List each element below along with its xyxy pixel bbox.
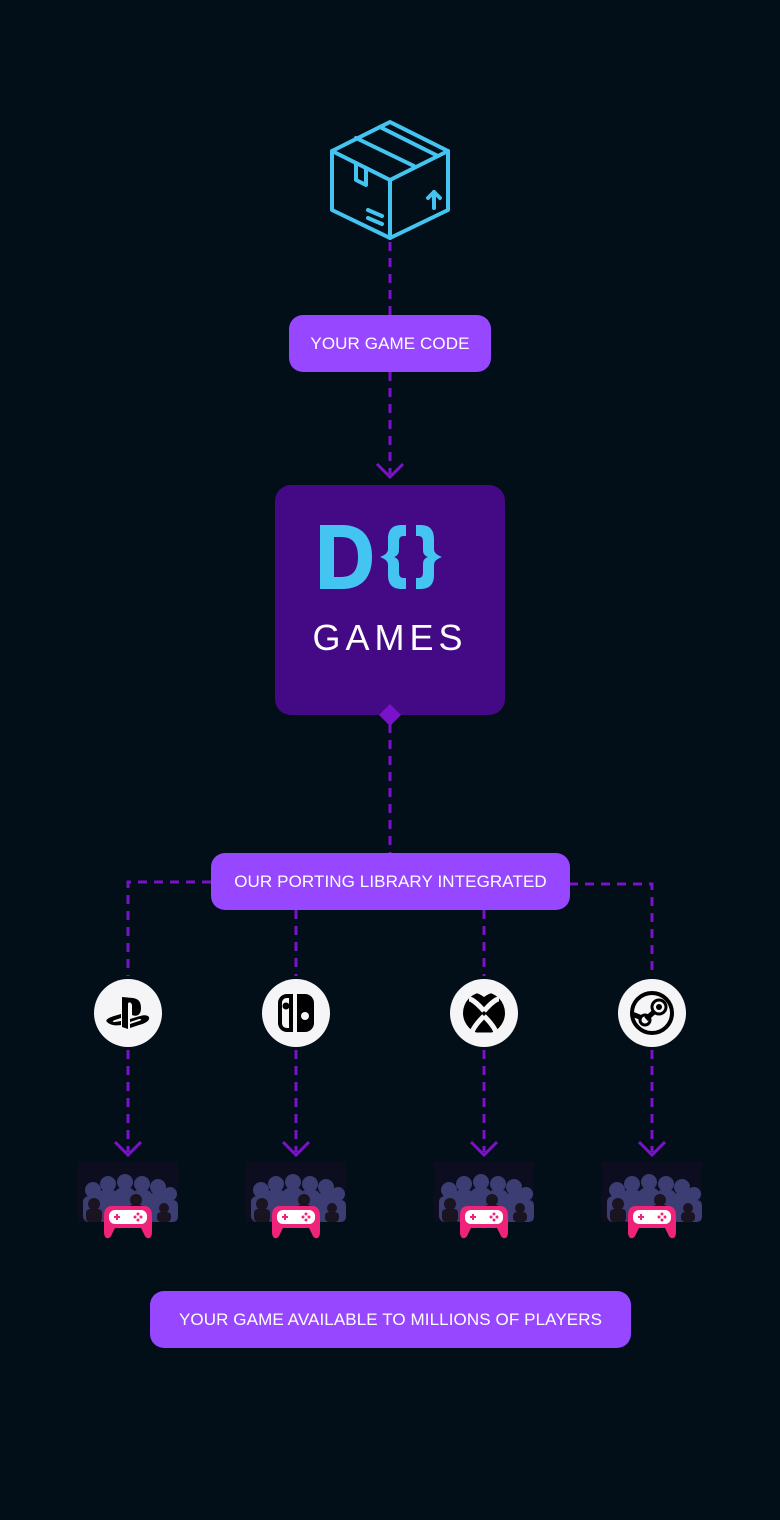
steam-icon — [630, 991, 674, 1035]
nintendo-switch-icon — [278, 994, 314, 1032]
diamond-connector-icon — [379, 704, 401, 726]
players-gamepad-icon — [434, 1162, 534, 1239]
playstation-icon — [106, 997, 150, 1029]
package-box-icon — [330, 120, 450, 240]
do-brackets-logo-icon — [320, 525, 442, 589]
outcome-label: YOUR GAME AVAILABLE TO MILLIONS OF PLAYE… — [150, 1291, 631, 1348]
brand-name: GAMES — [312, 617, 468, 658]
platform-nintendo-switch — [262, 979, 330, 1047]
players-gamepad-icon — [78, 1162, 178, 1239]
platform-steam — [618, 979, 686, 1047]
brand-mark — [275, 525, 505, 594]
your-game-code-label: YOUR GAME CODE — [289, 315, 491, 372]
xbox-icon — [463, 991, 505, 1035]
players-gamepad-icon — [246, 1162, 346, 1239]
platform-playstation — [94, 979, 162, 1047]
do-games-logo: GAMES — [275, 485, 505, 715]
platform-xbox — [450, 979, 518, 1047]
players-gamepad-icon — [602, 1162, 702, 1239]
porting-library-label: OUR PORTING LIBRARY INTEGRATED — [211, 853, 570, 910]
